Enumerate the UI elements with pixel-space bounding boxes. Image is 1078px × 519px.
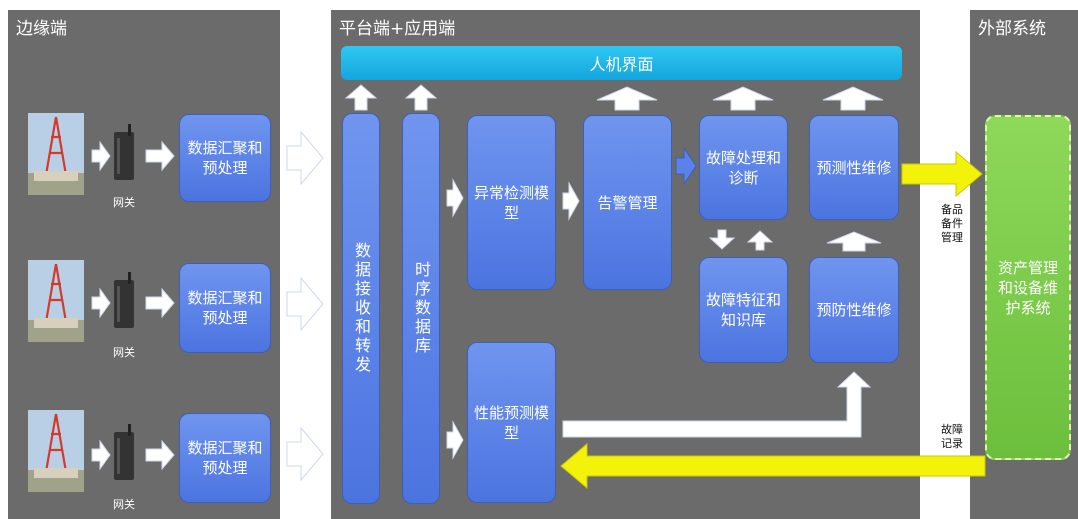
gateway-label: 网关	[113, 346, 135, 359]
asset-management-system[interactable]: 资产管理和设备维护系统	[985, 115, 1071, 460]
fault-diagnosis-module[interactable]: 故障处理和诊断	[699, 115, 788, 220]
anomaly-detection-module[interactable]: 异常检测模型	[467, 115, 556, 290]
arrow-right-icon	[286, 130, 324, 186]
data-aggregation-block[interactable]: 数据汇聚和预处理	[179, 114, 271, 202]
arrow-right-icon	[286, 426, 324, 482]
predictive-maintenance-module[interactable]: 预测性维修	[809, 115, 899, 220]
alarm-management-module[interactable]: 告警管理	[583, 115, 672, 290]
gateway-label: 网关	[113, 196, 135, 209]
drilling-rig-icon	[28, 113, 84, 195]
gateway-label: 网关	[113, 498, 135, 511]
platform-panel-title: 平台端+应用端	[339, 19, 456, 39]
hmi-banner[interactable]: 人机界面	[341, 46, 902, 80]
data-aggregation-block[interactable]: 数据汇聚和预处理	[179, 413, 271, 503]
data-receive-forward-module[interactable]: 数据接收和转发	[342, 113, 380, 504]
drilling-rig-icon	[28, 410, 84, 492]
preventive-maintenance-module[interactable]: 预防性维修	[809, 257, 899, 363]
external-panel-title: 外部系统	[978, 19, 1046, 39]
time-series-db-module[interactable]: 时序数据库	[402, 113, 440, 504]
drilling-rig-icon	[28, 260, 84, 342]
edge-panel-title: 边缘端	[16, 19, 67, 39]
performance-prediction-module[interactable]: 性能预测模型	[467, 342, 556, 503]
gateway-icon	[114, 272, 134, 328]
data-aggregation-block[interactable]: 数据汇聚和预处理	[179, 263, 271, 353]
fault-knowledge-base-module[interactable]: 故障特征和知识库	[699, 257, 788, 363]
gateway-icon	[114, 424, 134, 480]
arrow-right-icon	[286, 276, 324, 332]
spare-parts-label: 备品备件管理	[941, 203, 963, 244]
fault-record-label: 故障记录	[941, 423, 963, 450]
gateway-icon	[114, 124, 134, 180]
